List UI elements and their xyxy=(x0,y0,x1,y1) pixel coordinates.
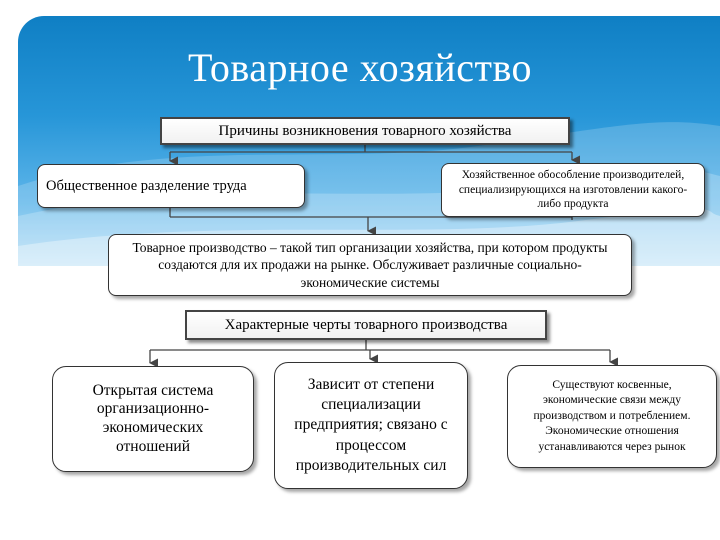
page-title: Товарное хозяйство xyxy=(187,45,533,90)
features-header-label: Характерные черты товарного производства xyxy=(224,316,508,333)
feature-box-market-links: Существуют косвенные, экономические связ… xyxy=(507,365,717,468)
cause-box-economic-isolation: Хозяйственное обособление производителей… xyxy=(441,163,705,217)
cause-text: Общественное разделение труда xyxy=(46,177,247,194)
cause-box-division-of-labor: Общественное разделение труда xyxy=(37,164,305,208)
causes-header: Причины возникновения товарного хозяйств… xyxy=(160,117,570,145)
cause-text: Хозяйственное обособление производителей… xyxy=(458,168,688,211)
feature-box-open-system: Открытая система организационно-экономич… xyxy=(52,366,254,472)
feature-text: Существуют косвенные, экономические связ… xyxy=(533,378,691,453)
definition-box: Товарное производство – такой тип органи… xyxy=(108,234,632,296)
feature-text: Открытая система организационно-экономич… xyxy=(92,381,214,455)
features-header: Характерные черты товарного производства xyxy=(185,310,547,340)
definition-text: Товарное производство – такой тип органи… xyxy=(132,239,608,290)
feature-box-specialization: Зависит от степени специализации предпри… xyxy=(274,362,468,489)
feature-text: Зависит от степени специализации предпри… xyxy=(294,376,448,474)
causes-header-label: Причины возникновения товарного хозяйств… xyxy=(218,122,512,139)
